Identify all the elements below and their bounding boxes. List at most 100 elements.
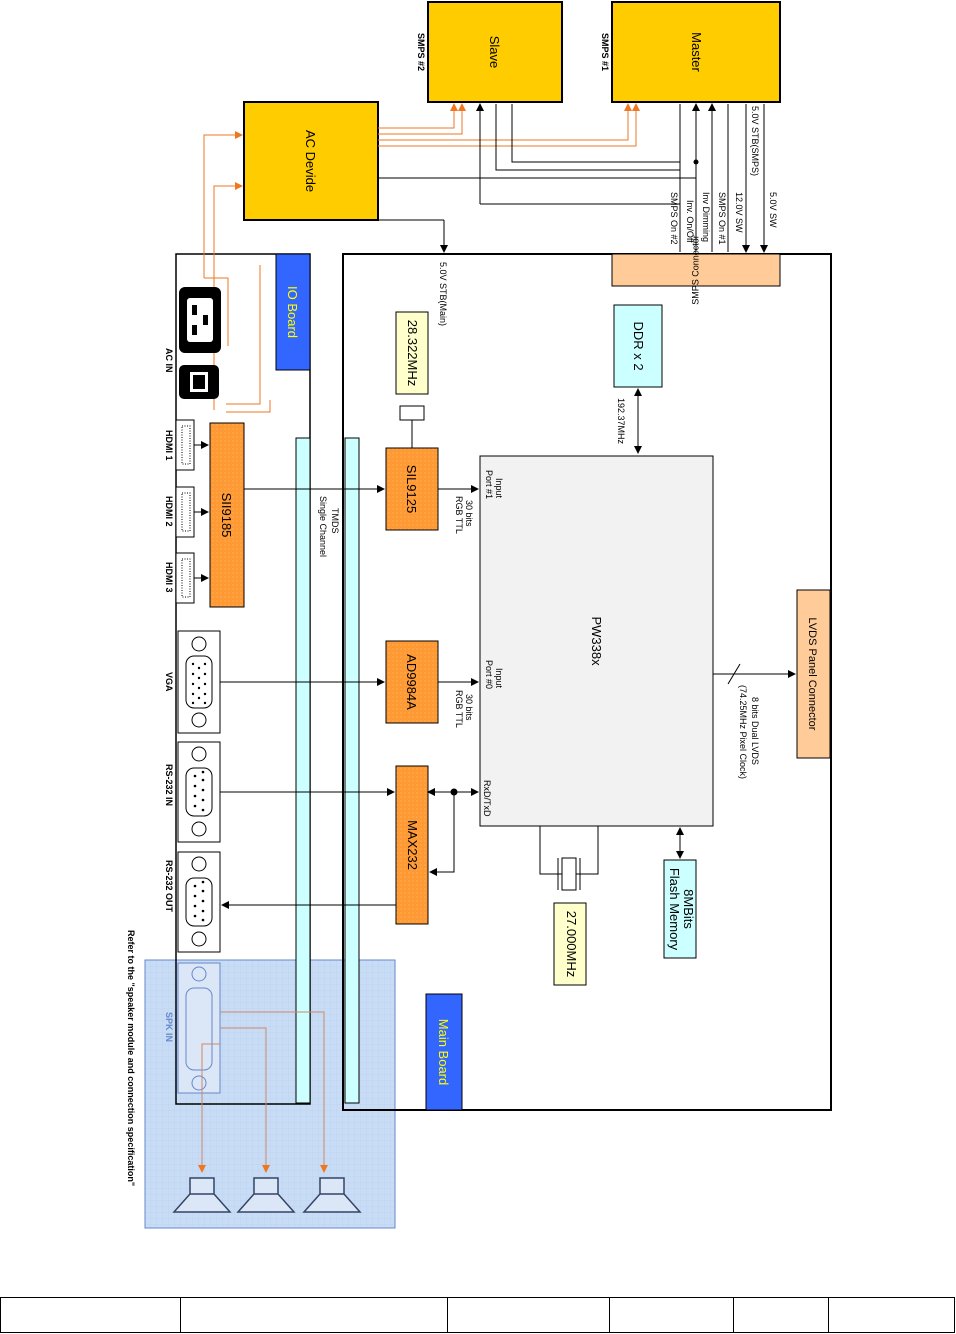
- hdmi1-label: HDMI 1: [164, 430, 174, 461]
- ac-devide-block: [243, 101, 379, 221]
- speaker-icons: [172, 1177, 362, 1213]
- ddr-block: [613, 304, 663, 388]
- vga-port: [177, 630, 221, 734]
- io-board-label-box: [275, 253, 311, 371]
- osc27-block: [553, 902, 587, 986]
- smps-connector-label: SMPS Connector: [690, 235, 700, 305]
- port1-label-2: Port #1: [484, 470, 494, 499]
- ad9984a-label: AD9984A: [404, 654, 419, 710]
- speaker-wires: [198, 1011, 328, 1173]
- uart-link: [427, 788, 479, 876]
- smps-connector: [611, 253, 781, 287]
- ac-pin-c: [203, 315, 208, 325]
- tmds-label-1: TMDS: [330, 508, 340, 534]
- smps-on2-label: SMPS On #2: [669, 192, 679, 245]
- pw338x-block: [479, 455, 714, 827]
- lvds-connector: [796, 589, 831, 759]
- crystal-27: [561, 857, 577, 891]
- bits30b-1: 30 bits: [464, 694, 474, 721]
- hdmi2-port: [175, 486, 195, 538]
- master-label: Master: [689, 32, 704, 72]
- main-board-label-box: [425, 993, 463, 1111]
- ac-devide-label: AC Devide: [303, 130, 318, 192]
- lvds-out-1: 8 bits Dual LVDS: [750, 697, 760, 765]
- ac-pin-b: [192, 325, 197, 335]
- hdmi2-label: HDMI 2: [164, 496, 174, 527]
- junction-dot: [693, 159, 699, 165]
- bits30a-2: RGB TTL: [454, 496, 464, 534]
- lvds-bus-slash: [727, 663, 741, 685]
- io-board-label: IO Board: [285, 286, 300, 338]
- port0-label-2: Port #0: [484, 660, 494, 689]
- slave-label: Slave: [487, 36, 502, 69]
- ad9984a-block: [385, 640, 439, 724]
- flash-label-1: 8MBits: [681, 889, 696, 929]
- vga-label: VGA: [164, 672, 174, 692]
- pw338x-label: PW338x: [589, 616, 604, 666]
- flash-label-2: Flash Memory: [667, 868, 682, 951]
- crystal-28: [399, 405, 425, 421]
- max232-label: MAX232: [405, 820, 420, 870]
- rs232-in-port: [177, 741, 221, 843]
- stb-main-label: 5.0V STB(Main): [438, 262, 448, 326]
- sw12v-label: 12.0V SW: [734, 192, 744, 233]
- sil9125-block: [385, 447, 439, 531]
- power-control-lines: [378, 103, 768, 253]
- smps-on1-label: SMPS On #1: [717, 192, 727, 245]
- power-switch-rocker: [193, 375, 205, 389]
- footer-cell-3: [448, 1298, 610, 1332]
- port0-label-1: Input: [494, 668, 504, 689]
- footer-cell-4: [610, 1298, 735, 1332]
- hdmi3-port: [175, 552, 195, 604]
- inv-dimming-label: Inv Dimming: [701, 192, 711, 242]
- io-bus: [295, 437, 311, 1104]
- crystal-27-link: [539, 826, 599, 875]
- stb-smps-label: 5.0V STB(SMPS): [750, 106, 760, 176]
- rs232-in-label: RS-232 IN: [164, 764, 174, 806]
- sii9185-label: SII9185: [219, 493, 234, 538]
- sii9185-block: [209, 422, 245, 608]
- bits30b-2: RGB TTL: [454, 690, 464, 728]
- rxdtxd-label: RxD/TxD: [482, 780, 492, 817]
- footer-cell-1: [1, 1298, 181, 1332]
- smps1-label: SMPS #1: [600, 33, 610, 71]
- spk-in-port: [177, 962, 221, 1094]
- footer-cell-2: [181, 1298, 449, 1332]
- tmds-label-2: Single Channel: [318, 496, 328, 557]
- ac-socket-face: [187, 298, 213, 342]
- bits30a-1: 30 bits: [464, 500, 474, 527]
- sw5v-label: 5.0V SW: [768, 192, 778, 228]
- slave-block: [427, 1, 563, 103]
- spk-in-label: SPK IN: [164, 1012, 174, 1042]
- footer-cell-6: [829, 1298, 954, 1332]
- footer-table: [0, 1297, 955, 1333]
- footer-cell-5: [734, 1298, 830, 1332]
- rs232-out-port: [177, 851, 221, 953]
- clk192-label: 192.37MHz: [616, 398, 626, 445]
- port1-label-1: Input: [494, 478, 504, 499]
- max232-block: [395, 765, 429, 925]
- ac-in-label: AC IN: [164, 348, 174, 373]
- ac-wires: [203, 103, 640, 413]
- uart-junction: [450, 788, 458, 796]
- hdmi3-label: HDMI 3: [164, 562, 174, 593]
- lvds-out-2: (74.25MHz Pixel Clock): [738, 685, 748, 779]
- main-bus: [344, 437, 360, 1104]
- speaker-note: Refer to the "speaker module and connect…: [126, 930, 136, 1186]
- main-board-label: Main Board: [436, 1019, 451, 1085]
- rs232-out-label: RS-232 OUT: [164, 860, 174, 913]
- osc28-block: [395, 311, 429, 395]
- hdmi1-port: [175, 419, 195, 471]
- smps2-label: SMPS #2: [416, 33, 426, 71]
- master-block: [611, 1, 781, 103]
- osc27-label: 27.000MHz: [564, 911, 579, 977]
- ac-pin-a: [192, 305, 197, 315]
- lvds-label: LVDS Panel Connector: [806, 618, 818, 731]
- hdmi-links: [194, 441, 209, 582]
- sil9125-label: SIL9125: [404, 465, 419, 513]
- osc28-label: 28.322MHz: [405, 320, 420, 386]
- flash-block: [663, 859, 697, 959]
- ddr-label: DDR x 2: [631, 321, 646, 370]
- inv-onoff-label: Inv. On/Off: [685, 200, 695, 243]
